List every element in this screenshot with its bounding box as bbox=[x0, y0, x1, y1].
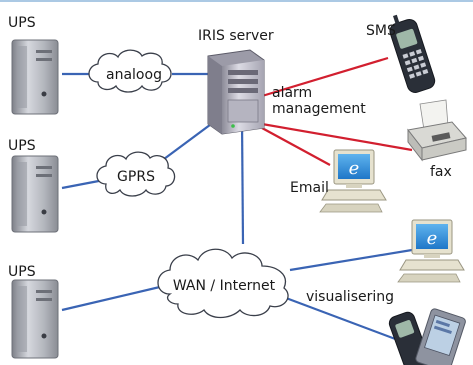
alarm-link-sms bbox=[261, 56, 389, 98]
cloud-icon bbox=[157, 248, 289, 319]
link-ups-bottom-wan bbox=[61, 284, 165, 312]
cloud-label-wan: WAN / Internet bbox=[173, 278, 276, 294]
server-tower-icon bbox=[207, 49, 265, 135]
ups-cabinet-icon bbox=[11, 279, 59, 359]
label-sms: SMS bbox=[366, 23, 396, 39]
cloud-icon bbox=[96, 151, 176, 197]
ups-cabinet-icon bbox=[11, 155, 59, 233]
alarm-link-email bbox=[261, 127, 331, 166]
link-wan-pda bbox=[285, 296, 399, 342]
pda-icon bbox=[388, 308, 466, 365]
desktop-computer-icon: e bbox=[397, 219, 465, 283]
label-server: IRIS server bbox=[198, 28, 274, 44]
svg-text:e: e bbox=[427, 228, 438, 249]
svg-text:e: e bbox=[349, 158, 360, 179]
label-alarm-line1: alarm bbox=[272, 85, 312, 101]
fax-machine-icon bbox=[407, 99, 467, 162]
label-ups-mid: UPS bbox=[8, 138, 36, 154]
cloud-label-analoog: analoog bbox=[106, 67, 162, 83]
cloud-label-gprs: GPRS bbox=[117, 169, 155, 185]
cloud-icon bbox=[88, 49, 172, 93]
label-alarm-line2: management bbox=[272, 101, 366, 117]
alarm-link-fax bbox=[261, 122, 413, 152]
desktop-computer-icon: e bbox=[319, 149, 387, 213]
network-links bbox=[61, 72, 413, 342]
link-ups-mid-gprs bbox=[61, 178, 105, 190]
label-ups-bottom: UPS bbox=[8, 264, 36, 280]
mobile-phone-icon bbox=[389, 14, 436, 93]
link-server-wan bbox=[240, 119, 245, 245]
ups-cabinet-icon bbox=[11, 39, 59, 115]
label-ups-top: UPS bbox=[8, 15, 36, 31]
label-fax: fax bbox=[430, 164, 452, 180]
link-wan-desktop bbox=[289, 248, 413, 272]
label-email: Email bbox=[290, 180, 329, 196]
alarm-links bbox=[261, 56, 413, 166]
label-visualisering: visualisering bbox=[306, 289, 394, 305]
